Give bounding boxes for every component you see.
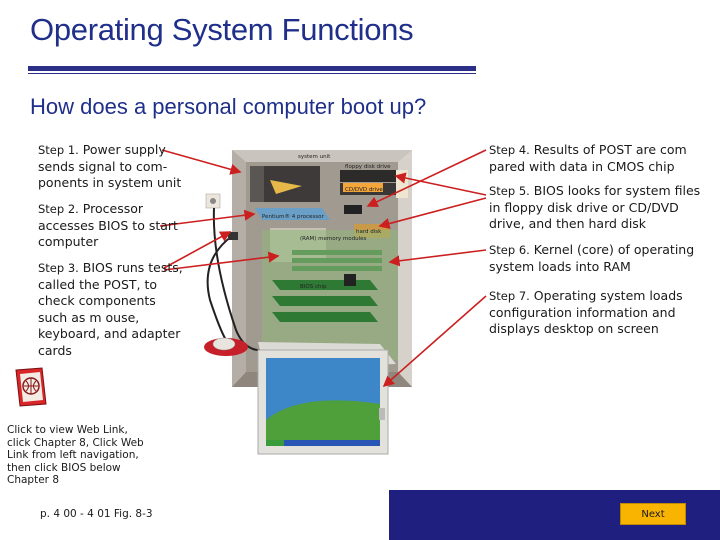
label-bios: BIOS chip: [300, 284, 327, 290]
step-1-num: Step 1.: [38, 143, 79, 157]
label-harddisk: hard disk: [356, 229, 382, 235]
step-6-num: Step 6.: [489, 243, 530, 257]
step-1-text: Power supply sends signal to com-ponents…: [38, 142, 182, 190]
label-processor: Pentium® 4 processor: [262, 213, 325, 220]
step-5: Step 5. BIOS looks for system files in f…: [489, 183, 704, 233]
step-2-num: Step 2.: [38, 202, 79, 216]
step-3-num: Step 3.: [38, 261, 79, 275]
floppy-drive: [340, 170, 398, 182]
page-title: Operating System Functions: [30, 12, 414, 47]
step-4-text: Results of POST are com pared with data …: [489, 142, 687, 174]
title-underline-thin: [28, 73, 476, 74]
step-1: Step 1. Power supply sends signal to com…: [38, 142, 188, 192]
arrow-step2: [159, 209, 256, 227]
step-arrows: [159, 149, 487, 388]
arrow-step3b: [163, 251, 280, 271]
power-flash: [270, 180, 302, 194]
step-2: Step 2. Processor accesses BIOS to start…: [38, 201, 188, 251]
label-ram: (RAM) memory modules: [300, 236, 366, 242]
step-3-text: BIOS runs tests, called the POST, to che…: [38, 260, 183, 358]
arrow-step3a: [163, 231, 232, 269]
label-system-unit: system unit: [298, 154, 331, 160]
page-subtitle: How does a personal computer boot up?: [30, 94, 427, 119]
label-floppy: floppy disk drive: [345, 164, 391, 170]
step-4-num: Step 4.: [489, 143, 530, 157]
next-button[interactable]: Next: [620, 503, 686, 525]
step-6: Step 6. Kernel (core) of operating syste…: [489, 242, 704, 275]
arrow-step5a: [394, 172, 487, 196]
label-cddvd: CD/DVD drive: [345, 187, 383, 193]
processor: [255, 208, 330, 220]
step-4: Step 4. Results of POST are com pared wi…: [489, 142, 704, 175]
arrow-step1: [161, 149, 242, 175]
bios-chip: [344, 274, 356, 286]
arrow-step4: [366, 149, 487, 207]
step-7-text: Operating system loads configuration inf…: [489, 288, 683, 336]
step-5-num: Step 5.: [489, 184, 530, 198]
step-5-text: BIOS looks for system files in floppy di…: [489, 183, 701, 231]
step-3: Step 3. BIOS runs tests, called the POST…: [38, 260, 188, 359]
mouse: [212, 337, 236, 351]
arrow-step7: [382, 295, 487, 388]
web-link-icon[interactable]: [12, 366, 50, 408]
arrow-step6: [388, 249, 487, 267]
page-reference: p. 4 00 - 4 01 Fig. 8-3: [40, 508, 153, 520]
arrow-step5b: [378, 197, 487, 229]
step-7: Step 7. Operating system loads configura…: [489, 288, 704, 338]
step-6-text: Kernel (core) of operating system loads …: [489, 242, 695, 274]
title-underline: [28, 66, 476, 71]
label-cmos: CMOS: [346, 207, 363, 213]
step-2-text: Processor accesses BIOS to start compute…: [38, 201, 178, 249]
step-7-num: Step 7.: [489, 289, 530, 303]
web-link-instructions: Click to view Web Link, click Chapter 8,…: [7, 424, 144, 486]
adapter-cards: [272, 280, 378, 322]
